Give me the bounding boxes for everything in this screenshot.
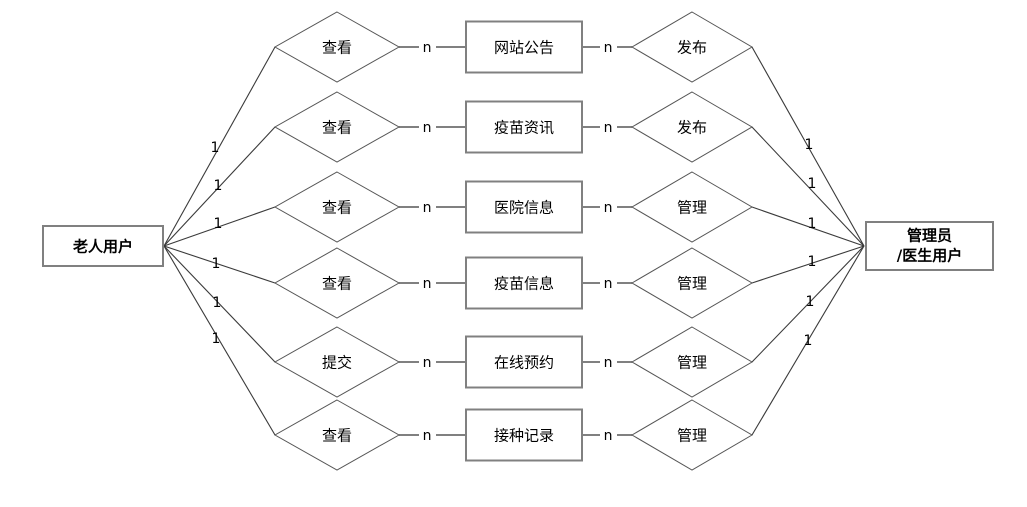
cardinality-one-right: 1 <box>804 333 813 349</box>
entity-admin-doctor-user-box[interactable] <box>865 221 994 271</box>
entity-admin-doctor-user[interactable]: 管理员 /医生用户 <box>865 221 994 271</box>
cardinality-one-left: 1 <box>213 295 222 311</box>
left-relationship-diamond[interactable] <box>273 326 401 398</box>
cardinality-one-left: 1 <box>211 140 220 156</box>
right-relationship-diamond[interactable] <box>631 326 753 398</box>
cardinality-n-left: n <box>423 120 432 136</box>
left-connector-lines <box>163 46 276 436</box>
right-connector-lines <box>751 46 865 436</box>
left-relationship-label: 查看 <box>322 39 352 57</box>
left-relationship-diamond[interactable] <box>273 171 401 243</box>
left-relationship-label: 查看 <box>322 199 352 217</box>
cardinality-n-right: n <box>604 200 613 216</box>
cardinality-n-right: n <box>604 40 613 56</box>
attribute-entity-label: 网站公告 <box>494 39 554 57</box>
attribute-entity-label: 接种记录 <box>494 427 554 445</box>
attribute-entity-box[interactable] <box>465 100 583 154</box>
fan-line-left <box>163 206 276 247</box>
right-relationship-label: 管理 <box>677 275 707 293</box>
right-relationship-diamond[interactable] <box>631 91 753 163</box>
entity-elderly-user-box[interactable] <box>42 225 164 267</box>
fan-line-right <box>751 206 865 247</box>
entity-elderly-user-label: 老人用户 <box>72 238 133 256</box>
left-relationship-label: 提交 <box>322 354 352 372</box>
cardinality-one-left: 1 <box>214 178 223 194</box>
left-relationship-label: 查看 <box>322 427 352 445</box>
left-relationship-label: 查看 <box>322 275 352 293</box>
left-relationship-diamond[interactable] <box>273 11 401 83</box>
entity-admin-doctor-user-label-line1: 管理员 <box>907 227 952 245</box>
left-relationship-diamond[interactable] <box>273 399 401 471</box>
cardinality-one-right: 1 <box>805 137 814 153</box>
attribute-entity-label: 疫苗资讯 <box>494 119 554 137</box>
fan-line-right <box>751 245 865 436</box>
cardinality-n-left: n <box>423 40 432 56</box>
right-relationship-label: 发布 <box>677 119 707 137</box>
fan-line-right <box>751 245 865 363</box>
left-relationship-diamond[interactable] <box>273 91 401 163</box>
right-relationship-diamond[interactable] <box>631 171 753 243</box>
right-relationship-diamond[interactable] <box>631 11 753 83</box>
row-connector-lines <box>399 46 632 436</box>
cardinality-one-right: 1 <box>808 176 817 192</box>
right-relationship-label: 发布 <box>677 39 707 57</box>
cardinality-n-right: n <box>604 428 613 444</box>
right-cardinality-labels: 1 1 1 1 1 1 <box>804 137 817 349</box>
fan-line-right <box>751 126 865 247</box>
left-relationship-diamond[interactable] <box>273 247 401 319</box>
cardinality-one-left: 1 <box>214 216 223 232</box>
cardinality-n-right: n <box>604 120 613 136</box>
attribute-entity-box[interactable] <box>465 180 583 234</box>
right-relationship-label: 管理 <box>677 354 707 372</box>
attribute-entity-label: 在线预约 <box>494 354 554 372</box>
cardinality-n-right: n <box>604 355 613 371</box>
right-relationship-diamond[interactable] <box>631 247 753 319</box>
cardinality-n-left: n <box>423 355 432 371</box>
cardinality-n-left: n <box>423 428 432 444</box>
cardinality-n-right: n <box>604 276 613 292</box>
cardinality-one-right: 1 <box>808 254 817 270</box>
n-cardinality-labels: n n n n n n n n n n n n <box>423 40 613 444</box>
fan-line-left <box>163 245 276 436</box>
cardinality-one-right: 1 <box>806 294 815 310</box>
attribute-entity-box[interactable] <box>465 335 583 389</box>
left-relationship-label: 查看 <box>322 119 352 137</box>
attribute-entity-label: 医院信息 <box>494 199 554 217</box>
right-relationship-label: 管理 <box>677 199 707 217</box>
cardinality-n-left: n <box>423 200 432 216</box>
cardinality-one-left: 1 <box>212 256 221 272</box>
fan-line-right <box>751 245 865 284</box>
fan-line-left <box>163 46 276 247</box>
fan-line-left <box>163 126 276 247</box>
entity-elderly-user[interactable]: 老人用户 <box>42 225 164 267</box>
attribute-entity-label: 疫苗信息 <box>494 275 554 293</box>
cardinality-one-left: 1 <box>212 331 221 347</box>
cardinality-n-left: n <box>423 276 432 292</box>
right-relationship-label: 管理 <box>677 427 707 445</box>
left-cardinality-labels: 1 1 1 1 1 1 <box>211 140 223 347</box>
entity-admin-doctor-user-label-line2: /医生用户 <box>897 247 962 265</box>
attribute-entity-box[interactable] <box>465 20 583 74</box>
right-relationship-diamond[interactable] <box>631 399 753 471</box>
fan-line-left <box>163 245 276 363</box>
fan-line-right <box>751 46 865 247</box>
attribute-entity-box[interactable] <box>465 408 583 462</box>
attribute-entity-box[interactable] <box>465 256 583 310</box>
fan-line-left <box>163 245 276 284</box>
cardinality-one-right: 1 <box>808 216 817 232</box>
